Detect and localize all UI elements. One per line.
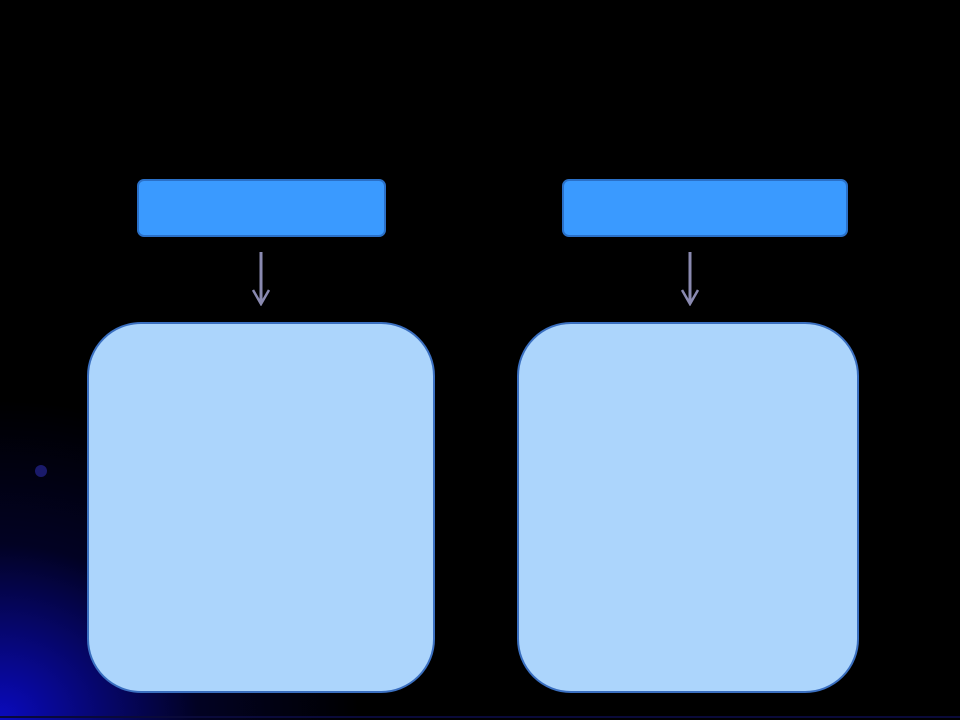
slide-bottom-rule xyxy=(0,716,960,718)
right-content-box xyxy=(517,322,859,693)
left-header-box xyxy=(137,179,386,237)
right-header-box xyxy=(562,179,848,237)
left-content-box xyxy=(87,322,435,693)
left-down-arrow-icon xyxy=(251,252,271,306)
bullet-dot-icon xyxy=(35,465,47,477)
right-down-arrow-icon xyxy=(680,252,700,306)
